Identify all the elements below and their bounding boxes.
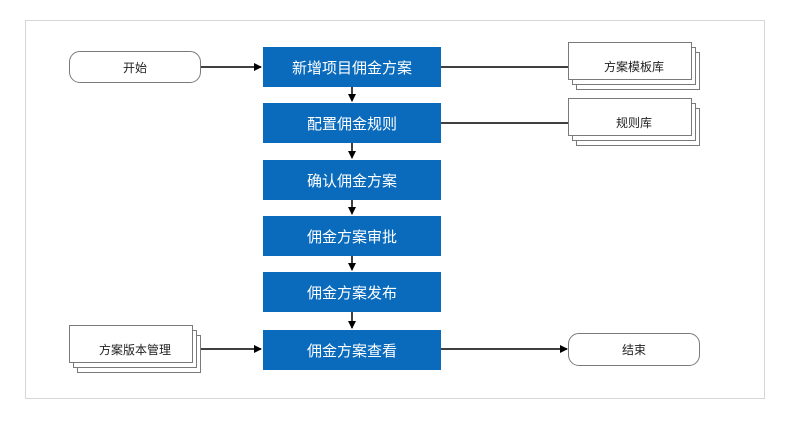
end-label: 结束 — [621, 343, 646, 357]
doc-sheet-front — [568, 42, 692, 80]
version-management-label: 方案版本管理 — [98, 342, 171, 357]
step-1-label: 新增项目佣金方案 — [291, 58, 412, 77]
doc-sheet-front — [69, 325, 193, 363]
template-library-label: 方案模板库 — [603, 59, 664, 74]
step-2-label: 配置佣金规则 — [306, 114, 397, 133]
rules-library-label: 规则库 — [615, 115, 652, 130]
step-5-label: 佣金方案发布 — [306, 283, 397, 302]
start-node: 开始 — [69, 51, 201, 83]
start-label: 开始 — [122, 60, 147, 75]
step-4: 佣金方案审批 — [263, 216, 441, 256]
step-3: 确认佣金方案 — [263, 160, 441, 200]
step-3-label: 确认佣金方案 — [306, 171, 397, 190]
step-1: 新增项目佣金方案 — [263, 47, 441, 87]
step-2: 配置佣金规则 — [263, 103, 441, 143]
step-6: 佣金方案查看 — [263, 330, 441, 370]
step-4-label: 佣金方案审批 — [306, 227, 397, 246]
end-node: 结束 — [568, 333, 700, 366]
doc-sheet-front — [568, 98, 692, 136]
step-6-label: 佣金方案查看 — [306, 341, 397, 360]
step-5: 佣金方案发布 — [263, 272, 441, 312]
